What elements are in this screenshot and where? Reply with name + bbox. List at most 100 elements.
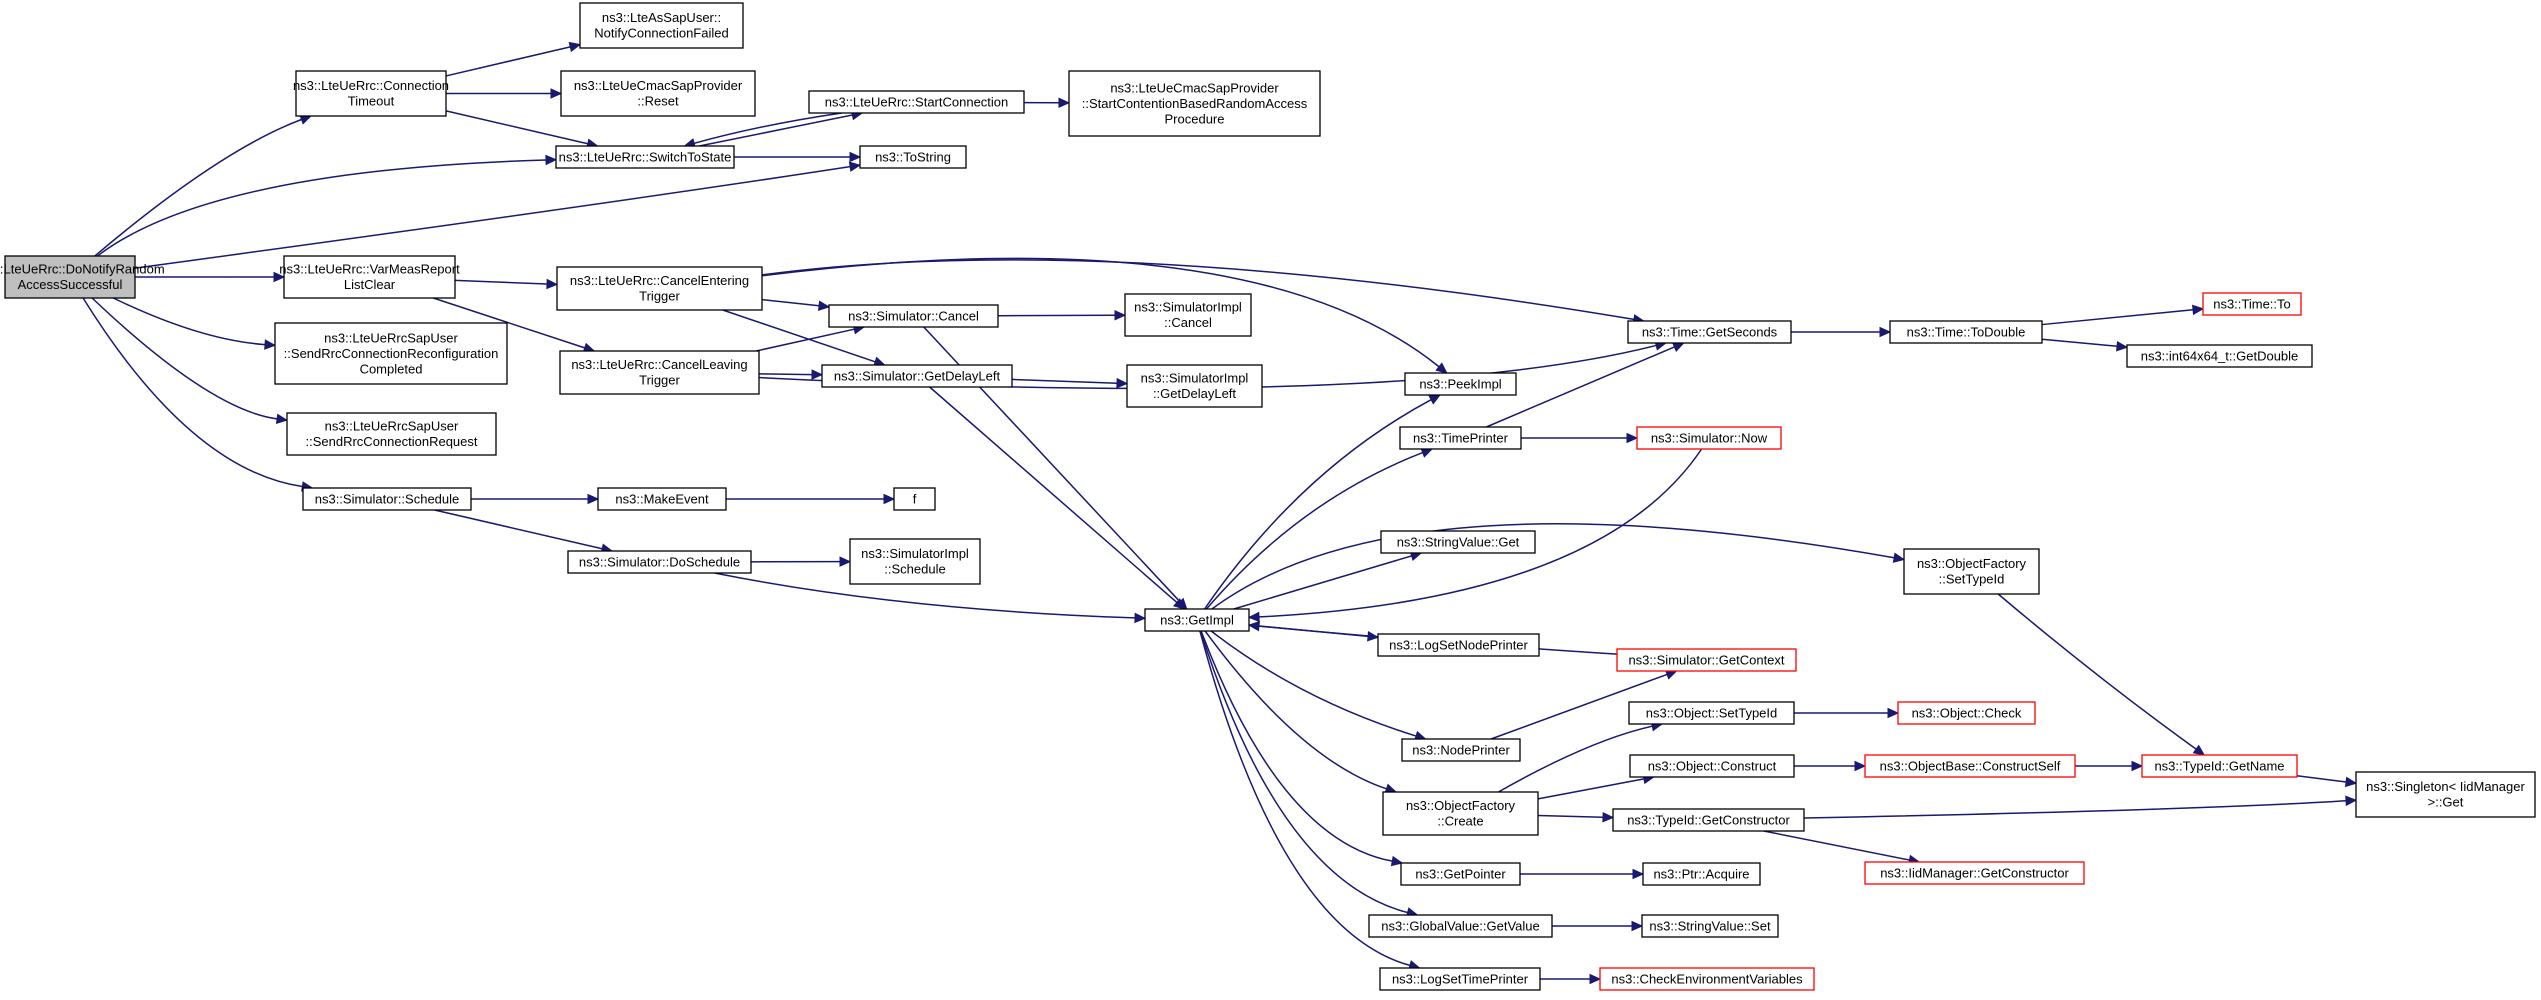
node-n19[interactable]: ns3::Time::ToDouble [1889, 320, 2043, 344]
node-n20[interactable]: ns3::Time::To [2202, 292, 2302, 316]
node-n48[interactable]: ns3::LogSetTimePrinter [1379, 967, 1541, 991]
edge-line [693, 112, 842, 145]
edge-n27-n28 [750, 556, 852, 567]
node-label: ns3::StringValue::Set [1649, 918, 1771, 933]
node-n43[interactable]: ns3::IidManager::GetConstructor [1864, 861, 2085, 885]
node-n3[interactable]: ns3::ToString [859, 145, 967, 169]
node-n47[interactable]: ns3::StringValue::Set [1641, 914, 1779, 938]
node-box [1612, 808, 1805, 832]
edge-n4-n12 [454, 278, 559, 290]
node-n40[interactable]: ns3::Singleton< IidManager>::Get [2355, 771, 2536, 818]
arrowhead [2192, 744, 2206, 756]
node-box [1068, 70, 1321, 137]
node-n31[interactable]: ns3::ObjectFactory::SetTypeId [1903, 548, 2040, 595]
node-label: ns3::Object::Check [1912, 705, 2022, 720]
node-box [555, 145, 735, 169]
node-n45[interactable]: ns3::Ptr::Acquire [1642, 862, 1761, 886]
node-n33[interactable]: ns3::Simulator::GetContext [1616, 648, 1797, 672]
node-n11[interactable]: ns3::LteUeCmacSapProvider::StartContenti… [1068, 70, 1321, 137]
node-n30[interactable]: ns3::StringValue::Get [1380, 530, 1536, 554]
node-n38[interactable]: ns3::ObjectBase::ConstructSelf [1864, 754, 2076, 778]
node-n37[interactable]: ns3::Object::Construct [1629, 754, 1795, 778]
node-label: ns3::LteUeCmacSapProvider [1110, 80, 1279, 95]
node-n28[interactable]: ns3::SimulatorImpl::Schedule [849, 538, 981, 585]
node-label: ns3::ObjectFactory [1917, 556, 2027, 571]
node-n21[interactable]: ns3::int64x64_t::GetDouble [2126, 344, 2313, 368]
edge-n23-n24 [1521, 432, 1639, 444]
node-label: NotifyConnectionFailed [594, 26, 728, 41]
node-n36[interactable]: ns3::NodePrinter [1401, 738, 1521, 762]
edge-line [94, 118, 302, 257]
node-n25[interactable]: ns3::MakeEvent [597, 487, 727, 511]
node-n24[interactable]: ns3::Simulator::Now [1636, 426, 1782, 450]
edge-n24-n29 [1247, 448, 1703, 623]
arrowhead [1671, 342, 1685, 352]
node-box [1897, 701, 2036, 725]
node-n6[interactable]: ns3::LteUeRrcSapUser::SendRrcConnectionR… [286, 412, 497, 456]
node-n35[interactable]: ns3::Object::Check [1897, 701, 2036, 725]
node-n14[interactable]: ns3::Simulator::Cancel [828, 304, 999, 328]
node-label: ns3::LteUeRrcSapUser [324, 330, 458, 345]
node-n9[interactable]: ns3::LteUeCmacSapProvider::Reset [560, 70, 756, 117]
node-box [821, 364, 1013, 388]
node-n22[interactable]: ns3::PeekImpl [1404, 372, 1517, 396]
node-n27[interactable]: ns3::Simulator::DoSchedule [567, 550, 752, 574]
arrowhead [2116, 341, 2129, 352]
node-n23[interactable]: ns3::TimePrinter [1399, 426, 1522, 450]
node-n15[interactable]: ns3::Simulator::GetDelayLeft [821, 364, 1013, 388]
arrowhead [1247, 611, 1260, 623]
edge-line [1210, 630, 1417, 737]
node-label: ::SetTypeId [1939, 572, 2005, 587]
node-n18[interactable]: ns3::Time::GetSeconds [1627, 320, 1792, 344]
node-n29[interactable]: ns3::GetImpl [1144, 608, 1250, 632]
node-n17[interactable]: ns3::SimulatorImpl::GetDelayLeft [1126, 364, 1263, 408]
node-n34[interactable]: ns3::Object::SetTypeId [1628, 701, 1795, 725]
node-n16[interactable]: ns3::SimulatorImpl::Cancel [1124, 293, 1252, 337]
arrowhead [1854, 760, 1867, 772]
node-box [1636, 426, 1782, 450]
edge-n48-n49 [1540, 973, 1602, 985]
node-label: >::Get [2428, 795, 2464, 810]
node-label: Procedure [1165, 111, 1225, 126]
node-n39[interactable]: ns3::TypeId::GetName [2141, 754, 2298, 778]
node-n41[interactable]: ns3::ObjectFactory::Create [1382, 791, 1539, 836]
edge-line [722, 309, 876, 363]
node-n42[interactable]: ns3::TypeId::GetConstructor [1612, 808, 1805, 832]
arrowhead [545, 154, 558, 166]
edge-line [97, 159, 547, 257]
edge-n0-n6 [91, 297, 289, 425]
edge-line [91, 297, 278, 420]
node-n26[interactable]: f [893, 487, 936, 511]
node-box [1627, 320, 1792, 344]
node-n10[interactable]: ns3::LteUeRrc::StartConnection [808, 90, 1025, 114]
node-n5[interactable]: ns3::LteUeRrcSapUser::SendRrcConnectionR… [274, 322, 508, 385]
node-n8[interactable]: ns3::LteAsSapUser::NotifyConnectionFaile… [579, 2, 744, 49]
arrowhead [1631, 920, 1644, 932]
node-box [1401, 738, 1521, 762]
edge-line [2041, 338, 2118, 348]
node-label: ns3::TypeId::GetName [2154, 758, 2284, 773]
node-n7[interactable]: ns3::Simulator::Schedule [302, 487, 472, 511]
node-n0[interactable]: ns3::LteUeRrc::DoNotifyRandomAccessSucce… [0, 255, 165, 299]
edge-line [1204, 630, 1387, 790]
node-n46[interactable]: ns3::GlobalValue::GetValue [1368, 914, 1553, 938]
node-label: ns3::IidManager::GetConstructor [1880, 865, 2069, 880]
arrowhead [1428, 394, 1442, 405]
edge-n39-n40 [2296, 775, 2358, 788]
node-n32[interactable]: ns3::LogSetNodePrinter [1377, 633, 1540, 657]
node-label: ns3::Simulator::Cancel [848, 308, 979, 323]
node-label: Trigger [639, 289, 680, 304]
node-n49[interactable]: ns3::CheckEnvironmentVariables [1599, 967, 1815, 991]
node-n44[interactable]: ns3::GetPointer [1400, 862, 1521, 886]
edge-line [1203, 399, 1432, 610]
node-box [1382, 791, 1539, 836]
node-n2[interactable]: ns3::LteUeRrc::SwitchToState [555, 145, 735, 169]
node-label: ns3::Ptr::Acquire [1653, 866, 1749, 881]
edge-n27-n29 [714, 572, 1147, 624]
node-box [295, 70, 447, 117]
node-box [560, 70, 756, 117]
